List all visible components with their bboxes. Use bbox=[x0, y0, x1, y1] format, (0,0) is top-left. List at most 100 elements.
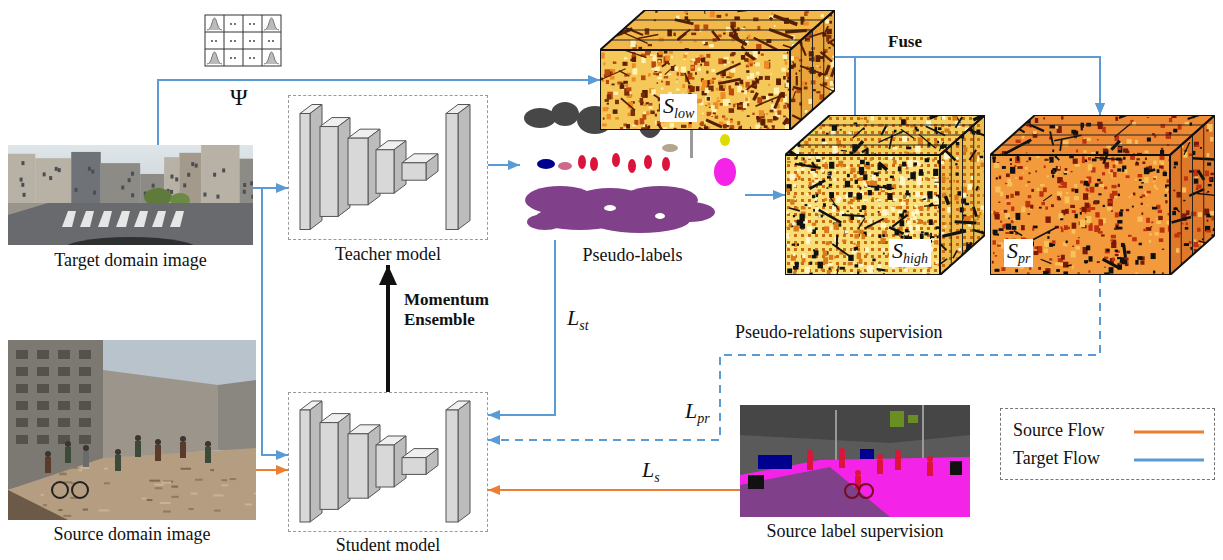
target-illustration bbox=[8, 145, 253, 245]
cube-illustration bbox=[793, 87, 802, 89]
target-illustration bbox=[240, 159, 253, 205]
cube-illustration bbox=[853, 174, 856, 178]
cube-illustration bbox=[747, 76, 750, 79]
cube-illustration bbox=[726, 76, 729, 78]
cube-illustration bbox=[785, 233, 789, 239]
cube-illustration bbox=[942, 229, 945, 232]
cube-illustration bbox=[832, 206, 836, 212]
cube-illustration bbox=[717, 97, 719, 98]
cube-illustration bbox=[885, 248, 888, 251]
cube-illustration bbox=[799, 59, 802, 61]
cube-illustration bbox=[662, 64, 666, 67]
cube-illustration bbox=[848, 132, 851, 135]
cube-illustration bbox=[680, 41, 683, 43]
cube-illustration bbox=[787, 262, 790, 265]
cube-illustration bbox=[892, 269, 895, 272]
cube-illustration bbox=[612, 84, 615, 86]
model-illustration bbox=[446, 114, 458, 230]
cube-illustration bbox=[828, 268, 830, 270]
cube-illustration bbox=[790, 174, 795, 180]
flow-connector bbox=[745, 194, 785, 196]
cube-illustration bbox=[797, 243, 799, 246]
cube-illustration bbox=[929, 204, 933, 206]
cube-illustration bbox=[921, 231, 924, 233]
cube-illustration bbox=[822, 139, 826, 142]
cube-illustration bbox=[811, 47, 815, 50]
cube-illustration bbox=[864, 131, 867, 134]
cube-illustration bbox=[882, 249, 884, 251]
cube-illustration bbox=[878, 205, 880, 207]
cube-illustration bbox=[661, 81, 663, 83]
cube-illustration bbox=[826, 241, 830, 245]
cube-illustration bbox=[814, 40, 819, 44]
cube-illustration bbox=[871, 116, 874, 120]
cube-illustration bbox=[855, 264, 859, 267]
cube-illustration bbox=[917, 178, 922, 185]
cube-illustration bbox=[783, 76, 786, 80]
grid-dots bbox=[230, 57, 232, 59]
cube-illustration bbox=[915, 191, 920, 197]
target-illustration bbox=[98, 211, 112, 227]
cube-illustration bbox=[825, 19, 829, 24]
cube-illustration bbox=[808, 255, 811, 258]
cube-illustration bbox=[722, 115, 725, 117]
cube-illustration bbox=[812, 223, 816, 226]
cube-illustration bbox=[942, 264, 945, 267]
cube-illustration bbox=[813, 249, 815, 251]
cube-illustration bbox=[794, 192, 797, 195]
cube-illustration bbox=[807, 226, 812, 232]
cube-illustration bbox=[803, 115, 817, 117]
cube-illustration bbox=[900, 226, 903, 230]
cube-illustration bbox=[606, 13, 609, 17]
cube-illustration bbox=[922, 196, 926, 198]
cube-illustration bbox=[920, 192, 923, 195]
cube-illustration bbox=[807, 13, 811, 16]
cube-illustration bbox=[816, 194, 818, 198]
cube-illustration bbox=[812, 30, 813, 110]
cube-illustration bbox=[847, 174, 850, 177]
target-illustration bbox=[21, 183, 24, 187]
cube-illustration bbox=[878, 255, 881, 258]
cube-illustration bbox=[791, 16, 795, 20]
cube-illustration bbox=[846, 166, 848, 168]
cube-illustration bbox=[857, 164, 860, 167]
cube-illustration bbox=[611, 40, 801, 41]
pseudo-illustration bbox=[662, 144, 678, 152]
cube-illustration bbox=[942, 173, 945, 176]
cube-illustration bbox=[910, 172, 915, 179]
cube-illustration bbox=[632, 77, 636, 81]
cube-illustration bbox=[837, 266, 839, 275]
cube-illustration bbox=[770, 110, 774, 113]
cube-illustration bbox=[710, 79, 713, 83]
cube-illustration bbox=[834, 178, 837, 182]
cube-illustration bbox=[787, 120, 790, 122]
cube-illustration bbox=[829, 255, 833, 260]
cube-illustration bbox=[649, 107, 653, 109]
cube-illustration bbox=[839, 267, 844, 270]
target-illustration bbox=[203, 193, 206, 197]
cube-illustration bbox=[843, 262, 846, 265]
cube-illustration bbox=[685, 73, 690, 84]
cube-illustration bbox=[793, 137, 797, 139]
cube-illustration bbox=[603, 62, 605, 65]
target-illustration bbox=[201, 145, 239, 205]
cube-illustration bbox=[955, 152, 958, 155]
cube-illustration bbox=[850, 185, 853, 188]
target-illustration bbox=[21, 161, 24, 165]
cube-illustration bbox=[952, 115, 957, 120]
cube-illustration bbox=[864, 157, 867, 160]
cube-illustration bbox=[708, 127, 710, 129]
cube-illustration bbox=[794, 124, 797, 127]
cube-illustration bbox=[871, 241, 874, 244]
cube-illustration bbox=[803, 160, 806, 163]
cube-illustration bbox=[809, 21, 814, 26]
cube-illustration bbox=[820, 84, 835, 97]
cube-illustration bbox=[920, 227, 923, 230]
cube-illustration bbox=[955, 145, 958, 148]
cube-illustration bbox=[710, 115, 712, 116]
cube-illustration bbox=[878, 138, 881, 141]
cube-illustration bbox=[787, 161, 791, 163]
cube-illustration bbox=[808, 220, 811, 223]
cube-illustration bbox=[834, 271, 838, 273]
cube-illustration bbox=[868, 186, 894, 188]
